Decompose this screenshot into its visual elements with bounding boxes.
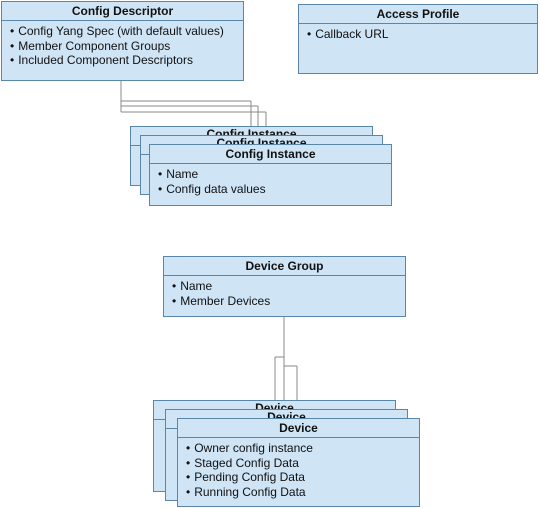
device-attributes: Owner config instance Staged Config Data… <box>178 438 419 499</box>
attribute-item: Owner config instance <box>186 441 419 456</box>
config-instance-attributes: Name Config data values <box>150 164 391 196</box>
device-group-title: Device Group <box>164 257 405 276</box>
attribute-item: Running Config Data <box>186 485 419 500</box>
device-group-box[interactable]: Device Group Name Member Devices <box>163 256 406 317</box>
attribute-item: Member Devices <box>172 294 405 309</box>
config-descriptor-title: Config Descriptor <box>2 2 243 21</box>
access-profile-title: Access Profile <box>299 5 537 24</box>
attribute-item: Config data values <box>158 182 391 197</box>
attribute-item: Member Component Groups <box>10 39 243 54</box>
attribute-item: Config Yang Spec (with default values) <box>10 24 243 39</box>
attribute-item: Name <box>158 167 391 182</box>
config-descriptor-attributes: Config Yang Spec (with default values) M… <box>2 21 243 68</box>
attribute-item: Included Component Descriptors <box>10 53 243 68</box>
access-profile-attributes: Callback URL <box>299 24 537 42</box>
attribute-item: Staged Config Data <box>186 456 419 471</box>
attribute-item: Name <box>172 279 405 294</box>
device-group-attributes: Name Member Devices <box>164 276 405 308</box>
attribute-item: Pending Config Data <box>186 470 419 485</box>
device-box[interactable]: Device Owner config instance Staged Conf… <box>177 418 420 507</box>
config-instance-box[interactable]: Config Instance Name Config data values <box>149 144 392 206</box>
attribute-item: Callback URL <box>307 27 537 42</box>
config-instance-title: Config Instance <box>150 145 391 164</box>
device-title: Device <box>178 419 419 438</box>
config-descriptor-box[interactable]: Config Descriptor Config Yang Spec (with… <box>1 1 244 81</box>
access-profile-box[interactable]: Access Profile Callback URL <box>298 4 538 74</box>
